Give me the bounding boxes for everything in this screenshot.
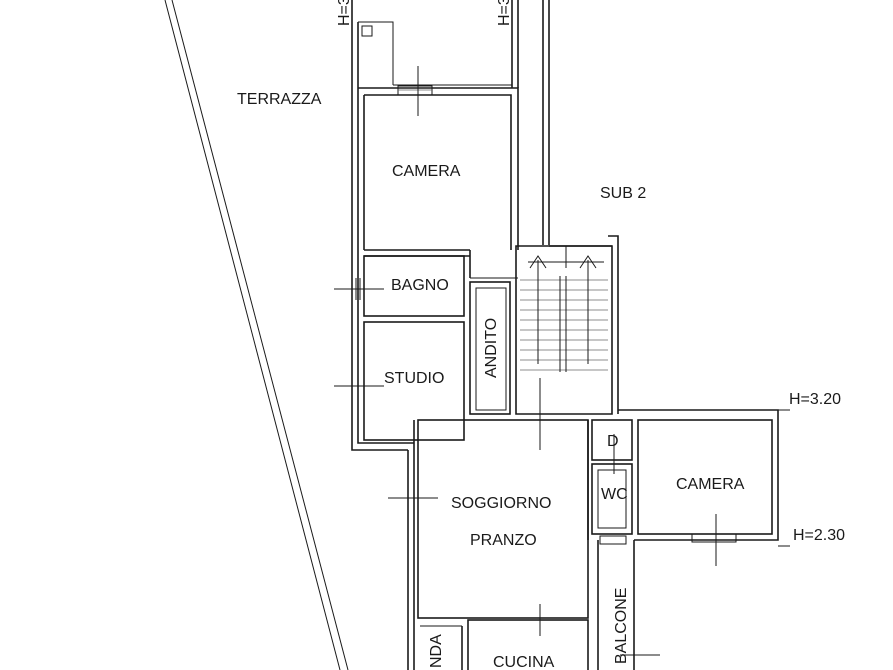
label-balcone: BALCONE: [613, 588, 630, 664]
label-camera-top: CAMERA: [392, 163, 461, 180]
label-height-top-right: H=3: [496, 0, 513, 26]
label-wc: WC: [601, 486, 628, 503]
stair-treads: [520, 276, 608, 372]
label-sub2: SUB 2: [600, 185, 646, 202]
stair-core: [515, 235, 619, 450]
label-andito: ANDITO: [483, 318, 500, 378]
upper-block-walls: [351, 87, 519, 451]
label-pranzo: PRANZO: [470, 532, 537, 549]
lower-block-walls: [407, 409, 790, 670]
property-boundary: [164, 0, 349, 670]
label-terrazza: TERRAZZA: [237, 91, 322, 108]
label-cucina: CUCINA: [493, 654, 555, 670]
label-soggiorno: SOGGIORNO: [451, 495, 551, 512]
terrace-walls: [351, 0, 550, 245]
label-d: D: [607, 433, 619, 450]
label-bagno: BAGNO: [391, 277, 449, 294]
label-height-right-upper: H=3.20: [789, 391, 841, 408]
label-veranda: NDA: [428, 634, 445, 668]
label-height-top-left: H=3: [336, 0, 353, 26]
label-studio: STUDIO: [384, 370, 444, 387]
window-marks: [334, 66, 660, 656]
label-camera-right: CAMERA: [676, 476, 745, 493]
label-height-right-lower: H=2.30: [793, 527, 845, 544]
